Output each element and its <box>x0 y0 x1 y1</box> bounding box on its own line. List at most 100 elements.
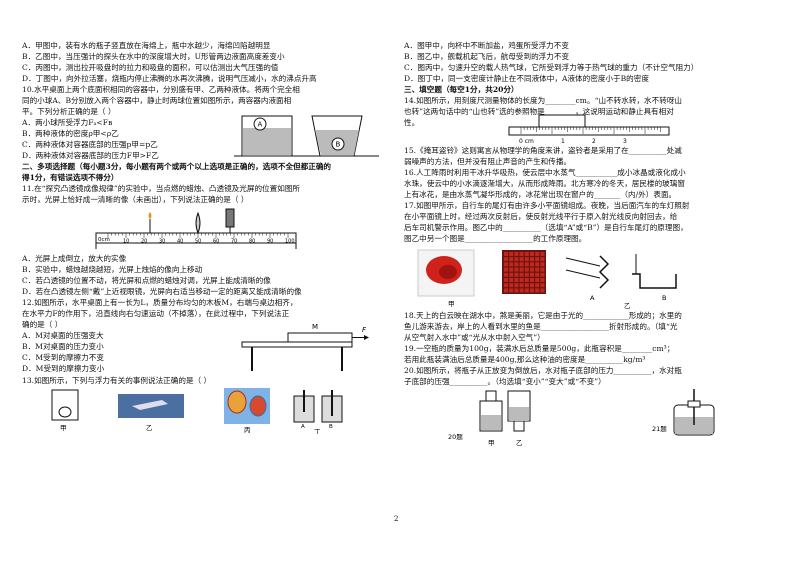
q18-line-3: 从空气射入水中”或“光从水中射入空气”） <box>404 333 545 342</box>
reflector-cell <box>519 267 524 272</box>
ruler-unit: 0cm <box>98 237 110 243</box>
reflector-cell <box>540 257 545 262</box>
q12-option-b: B．M对桌面的压力变小 <box>22 342 104 351</box>
reflector-close-up <box>502 250 546 294</box>
q12-table-board-figure: M F <box>241 323 369 371</box>
ruler-label-2: 2 <box>592 138 596 145</box>
q10-stem-2: 同的小球A、B分别放入两个容器中，静止时两球位置如图所示，两容器内液面相 <box>22 96 292 105</box>
reflector-cell <box>540 288 545 293</box>
q13-stem: 13.如图所示，下列与浮力有关的事例说法正确的是（ ） <box>22 376 212 385</box>
reflector-cell <box>540 283 545 288</box>
reflector-cell <box>535 252 540 256</box>
reflector-cell <box>504 252 508 256</box>
reflector-cell <box>535 257 540 262</box>
section2-heading: 二、多项选择题（每小题3分，每小题有两个或两个以上选项是正确的，选项不全但都正确… <box>22 162 332 171</box>
q18-line-1: 18.天上的白云映在湖水中，煞是美丽，它是由于光的____________形成的… <box>404 311 682 320</box>
reflector-cell <box>524 288 529 293</box>
page-number: 2 <box>394 515 399 523</box>
q17-line-2: 在小平面镜上时，经过两次反射后，使反射光线平行于原入射光线反向射回去，给 <box>404 212 678 221</box>
hot-air-balloon-icon <box>227 390 247 414</box>
reflector-cell <box>524 267 529 272</box>
fig17-label-jia: 甲 <box>448 300 455 308</box>
ball-a <box>253 117 267 131</box>
q9-option-b: B．乙图中，当压强计的探头在水中的深度增大时，U形管两边液面高度差变小 <box>22 52 285 61</box>
reflector-cell <box>509 267 514 272</box>
reflector-cell <box>540 272 545 277</box>
q12-stem-1: 12.如图所示，水平桌面上有一长为L，质量分布均匀的木板M，右端与桌边相齐， <box>22 298 298 307</box>
q11-option-a: A．光屏上成倒立，放大的实像 <box>22 254 127 263</box>
fig17-label-a: A <box>590 294 595 302</box>
light-screen <box>225 208 235 228</box>
q13-option-c: C．图丙中，匀速升空的载人热气球，它所受到浮力等于热气球的重力（不计空气阻力） <box>404 63 699 72</box>
q20-line-2: 子底部的压强__________。（均选填“变小”“变大”或“不变”） <box>404 377 606 386</box>
board-label: M <box>312 323 318 331</box>
fig21-title: 21题 <box>652 425 667 433</box>
fig20-label-jia: 甲 <box>488 439 495 447</box>
reflector-cell <box>509 278 514 282</box>
ruler-tick-label: 80 <box>249 239 255 245</box>
reflector-cell <box>535 278 540 282</box>
ball-b-label: B <box>336 141 341 149</box>
q15-line-1: 15.《掩耳盗铃》这则寓言从物理学的角度来讲，盗铃者是采用了在_________… <box>404 146 682 155</box>
reflector-cell <box>540 262 545 267</box>
reflector-cell <box>514 267 519 272</box>
q10-option-b: B．两种液体的密度ρ甲<ρ乙 <box>22 129 119 138</box>
reflector-cell <box>504 257 508 262</box>
q13-buoyancy-figures: 甲 乙 丙 A B 丁 <box>51 388 343 434</box>
ruler-tick-label: 40 <box>177 239 183 245</box>
liquid-b-label: B <box>329 424 333 430</box>
ruler-tick-label: 90 <box>267 239 273 245</box>
reflector-cell <box>519 252 524 256</box>
ruler-tick-label: 30 <box>159 239 165 245</box>
periscope-b <box>632 273 677 289</box>
reflector-cell <box>509 252 514 256</box>
reflector-cell <box>540 252 545 256</box>
q14-line-2: 也转”这两句话中的“山也转”选的参照物是________，这说明运动和静止具有相… <box>404 107 674 116</box>
q14-block: 性。 0 cm 1 2 3 <box>404 114 776 145</box>
fig13-label-bing: 丙 <box>244 426 251 434</box>
fig20-label-yi: 乙 <box>516 439 523 447</box>
q16-line-2: 水珠，使云中的小水滴逐渐增大，从而形成降雨。北方寒冷的冬天，居民楼的玻璃窗 <box>404 179 685 188</box>
fig20-title: 20题 <box>448 433 463 441</box>
reflector-cell <box>509 262 514 267</box>
q15-line-2: 弱噪声的方法，但并没有阻止声音的产生和传播。 <box>404 157 572 166</box>
reflector-cell <box>504 283 508 288</box>
reflector-cell <box>535 262 540 267</box>
reflector-cell <box>504 272 508 277</box>
ruler-tick-label: 100 <box>285 239 295 245</box>
ruler-tick-label: 20 <box>141 239 147 245</box>
q14-ruler-figure: 0 cm 1 2 3 <box>508 114 670 145</box>
reflector-cell <box>530 272 534 277</box>
q10-stem-3: 平。下列分析正确的是（ ） <box>22 107 116 116</box>
reflector-cell <box>514 278 519 282</box>
reflector-cell <box>535 267 540 272</box>
reflector-cell <box>540 278 545 282</box>
fig13-label-ding: 丁 <box>314 428 321 434</box>
q10-block: 平。下列分析正确的是（ ） A．两小球所受浮力Fₐ<Fʙ B．两种液体的密度ρ甲… <box>22 106 394 161</box>
reflector-cell <box>530 252 534 256</box>
q17-line-4: 图乙中另一个图是__________________的工作原理图。 <box>404 234 587 243</box>
reflector-cell <box>519 283 524 288</box>
q17-line-1: 17.如图甲所示，自行车的尾灯有由许多小平面镜组成。夜晚，当后面汽车的车灯照射 <box>404 201 690 210</box>
reflector-cell <box>519 257 524 262</box>
fig13-label-jia: 甲 <box>60 424 67 432</box>
reflector-cell <box>519 262 524 267</box>
reflector-cell <box>524 283 529 288</box>
ruler-tick-label: 60 <box>213 239 219 245</box>
q17-reflector-figures: 甲 A B 乙 <box>417 249 677 310</box>
reflector-cell <box>514 288 519 293</box>
reflector-cell <box>524 257 529 262</box>
q12-option-a: A．M对桌面的压强变大 <box>22 331 104 340</box>
left-column: A．甲图中，装有水的瓶子竖直放在海绵上，瓶中水越少，海绵凹陷越明显 B．乙图中，… <box>22 40 394 434</box>
candle-flame <box>148 212 152 219</box>
section2-heading-2: 得1分，有错误选项不得分） <box>22 173 119 182</box>
convex-lens <box>195 211 201 235</box>
reflector-cell <box>524 272 529 277</box>
reflector-cell <box>519 272 524 277</box>
q11-stem-2: 示时，光屏上恰好成一清晰的像（未画出），下列说法正确的是（ ） <box>22 195 249 204</box>
ruler-label-3: 3 <box>623 138 627 145</box>
right-column: A．图甲中，向杯中不断加盐，鸡蛋所受浮力不变 B．图乙中，舰载机起飞后，航母受到… <box>404 40 776 449</box>
